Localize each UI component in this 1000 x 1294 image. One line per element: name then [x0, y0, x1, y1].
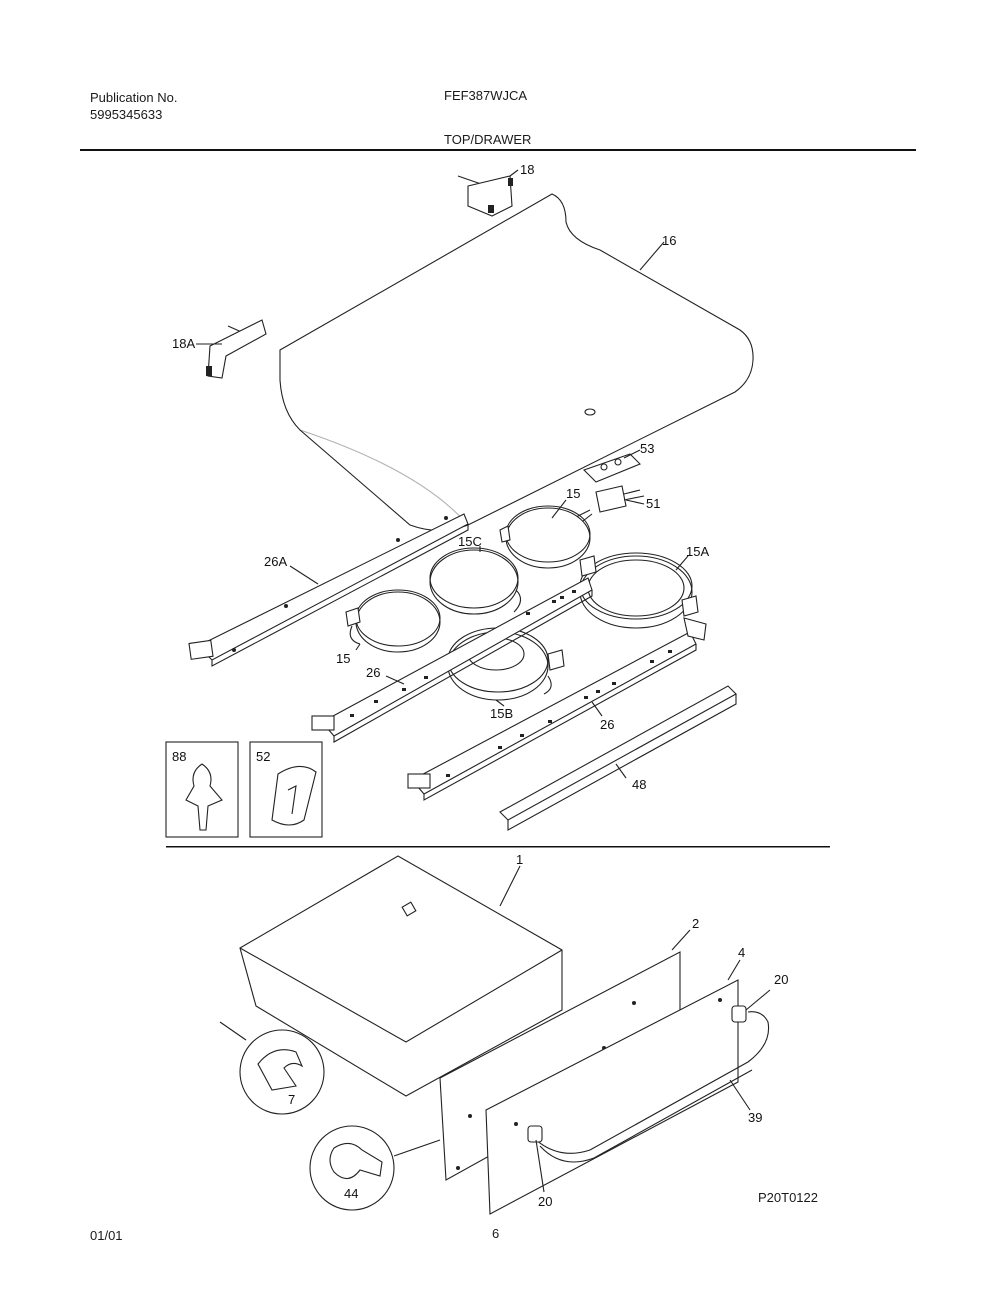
- callout-7: 7: [288, 1092, 295, 1107]
- inset-box-52: [249, 741, 323, 838]
- page-number: 6: [492, 1226, 500, 1241]
- switch-53: [582, 453, 641, 483]
- channel-26-right: [407, 617, 707, 801]
- callout-15a: 15A: [686, 544, 709, 559]
- burner-15-rear: [499, 505, 591, 569]
- leader-lines: [196, 169, 771, 1193]
- callout-53: 53: [640, 441, 654, 456]
- callout-18a: 18A: [172, 336, 195, 351]
- callout-2: 2: [692, 916, 699, 931]
- callout-20-bottom: 20: [538, 1194, 552, 1209]
- callout-15-top: 15: [566, 486, 580, 501]
- callout-48: 48: [632, 777, 646, 792]
- drawer-body-1: [239, 855, 563, 1097]
- callout-51: 51: [646, 496, 660, 511]
- callout-52: 52: [256, 749, 270, 764]
- burner-15-left: [345, 589, 441, 653]
- trim-48: [499, 685, 737, 831]
- callout-4: 4: [738, 945, 745, 960]
- callout-88: 88: [172, 749, 186, 764]
- callout-20-right: 20: [774, 972, 788, 987]
- drawing-id: P20T0122: [758, 1190, 818, 1205]
- burner-15c: [429, 547, 522, 615]
- callout-1: 1: [516, 852, 523, 867]
- callout-18: 18: [520, 162, 534, 177]
- channel-26-left: [311, 577, 593, 743]
- footer-date: 01/01: [90, 1228, 123, 1243]
- callout-44: 44: [344, 1186, 358, 1201]
- header-rule: [80, 149, 916, 151]
- publication-label: Publication No.: [90, 90, 178, 105]
- drawer-panel-4: [485, 979, 739, 1215]
- callout-15b: 15B: [490, 706, 513, 721]
- inset-box-88: [165, 741, 239, 838]
- bracket-18a: [206, 319, 267, 379]
- callout-15-left: 15: [336, 651, 350, 666]
- callout-26a: 26A: [264, 554, 287, 569]
- callout-26-right: 26: [600, 717, 614, 732]
- callout-26-left: 26: [366, 665, 380, 680]
- model-number: FEF387WJCA: [444, 88, 528, 103]
- callout-labels: 18 16 18A 53 15 51 15C 15A 26A 15 26 15B…: [172, 162, 788, 1209]
- publication-number: 5995345633: [90, 107, 163, 122]
- spacer-20-bottom: [514, 1122, 543, 1143]
- cooktop-top-part: [279, 193, 754, 532]
- detail-circle-7: [219, 1021, 325, 1115]
- detail-circle-44: [309, 1125, 441, 1211]
- section-title: TOP/DRAWER: [444, 132, 532, 147]
- handle-39: [535, 1011, 770, 1163]
- callout-15c: 15C: [458, 534, 482, 549]
- bracket-18: [457, 175, 513, 217]
- spacer-20-right: [718, 998, 747, 1023]
- channel-26a: [188, 513, 469, 667]
- callout-39: 39: [748, 1110, 762, 1125]
- callout-16: 16: [662, 233, 676, 248]
